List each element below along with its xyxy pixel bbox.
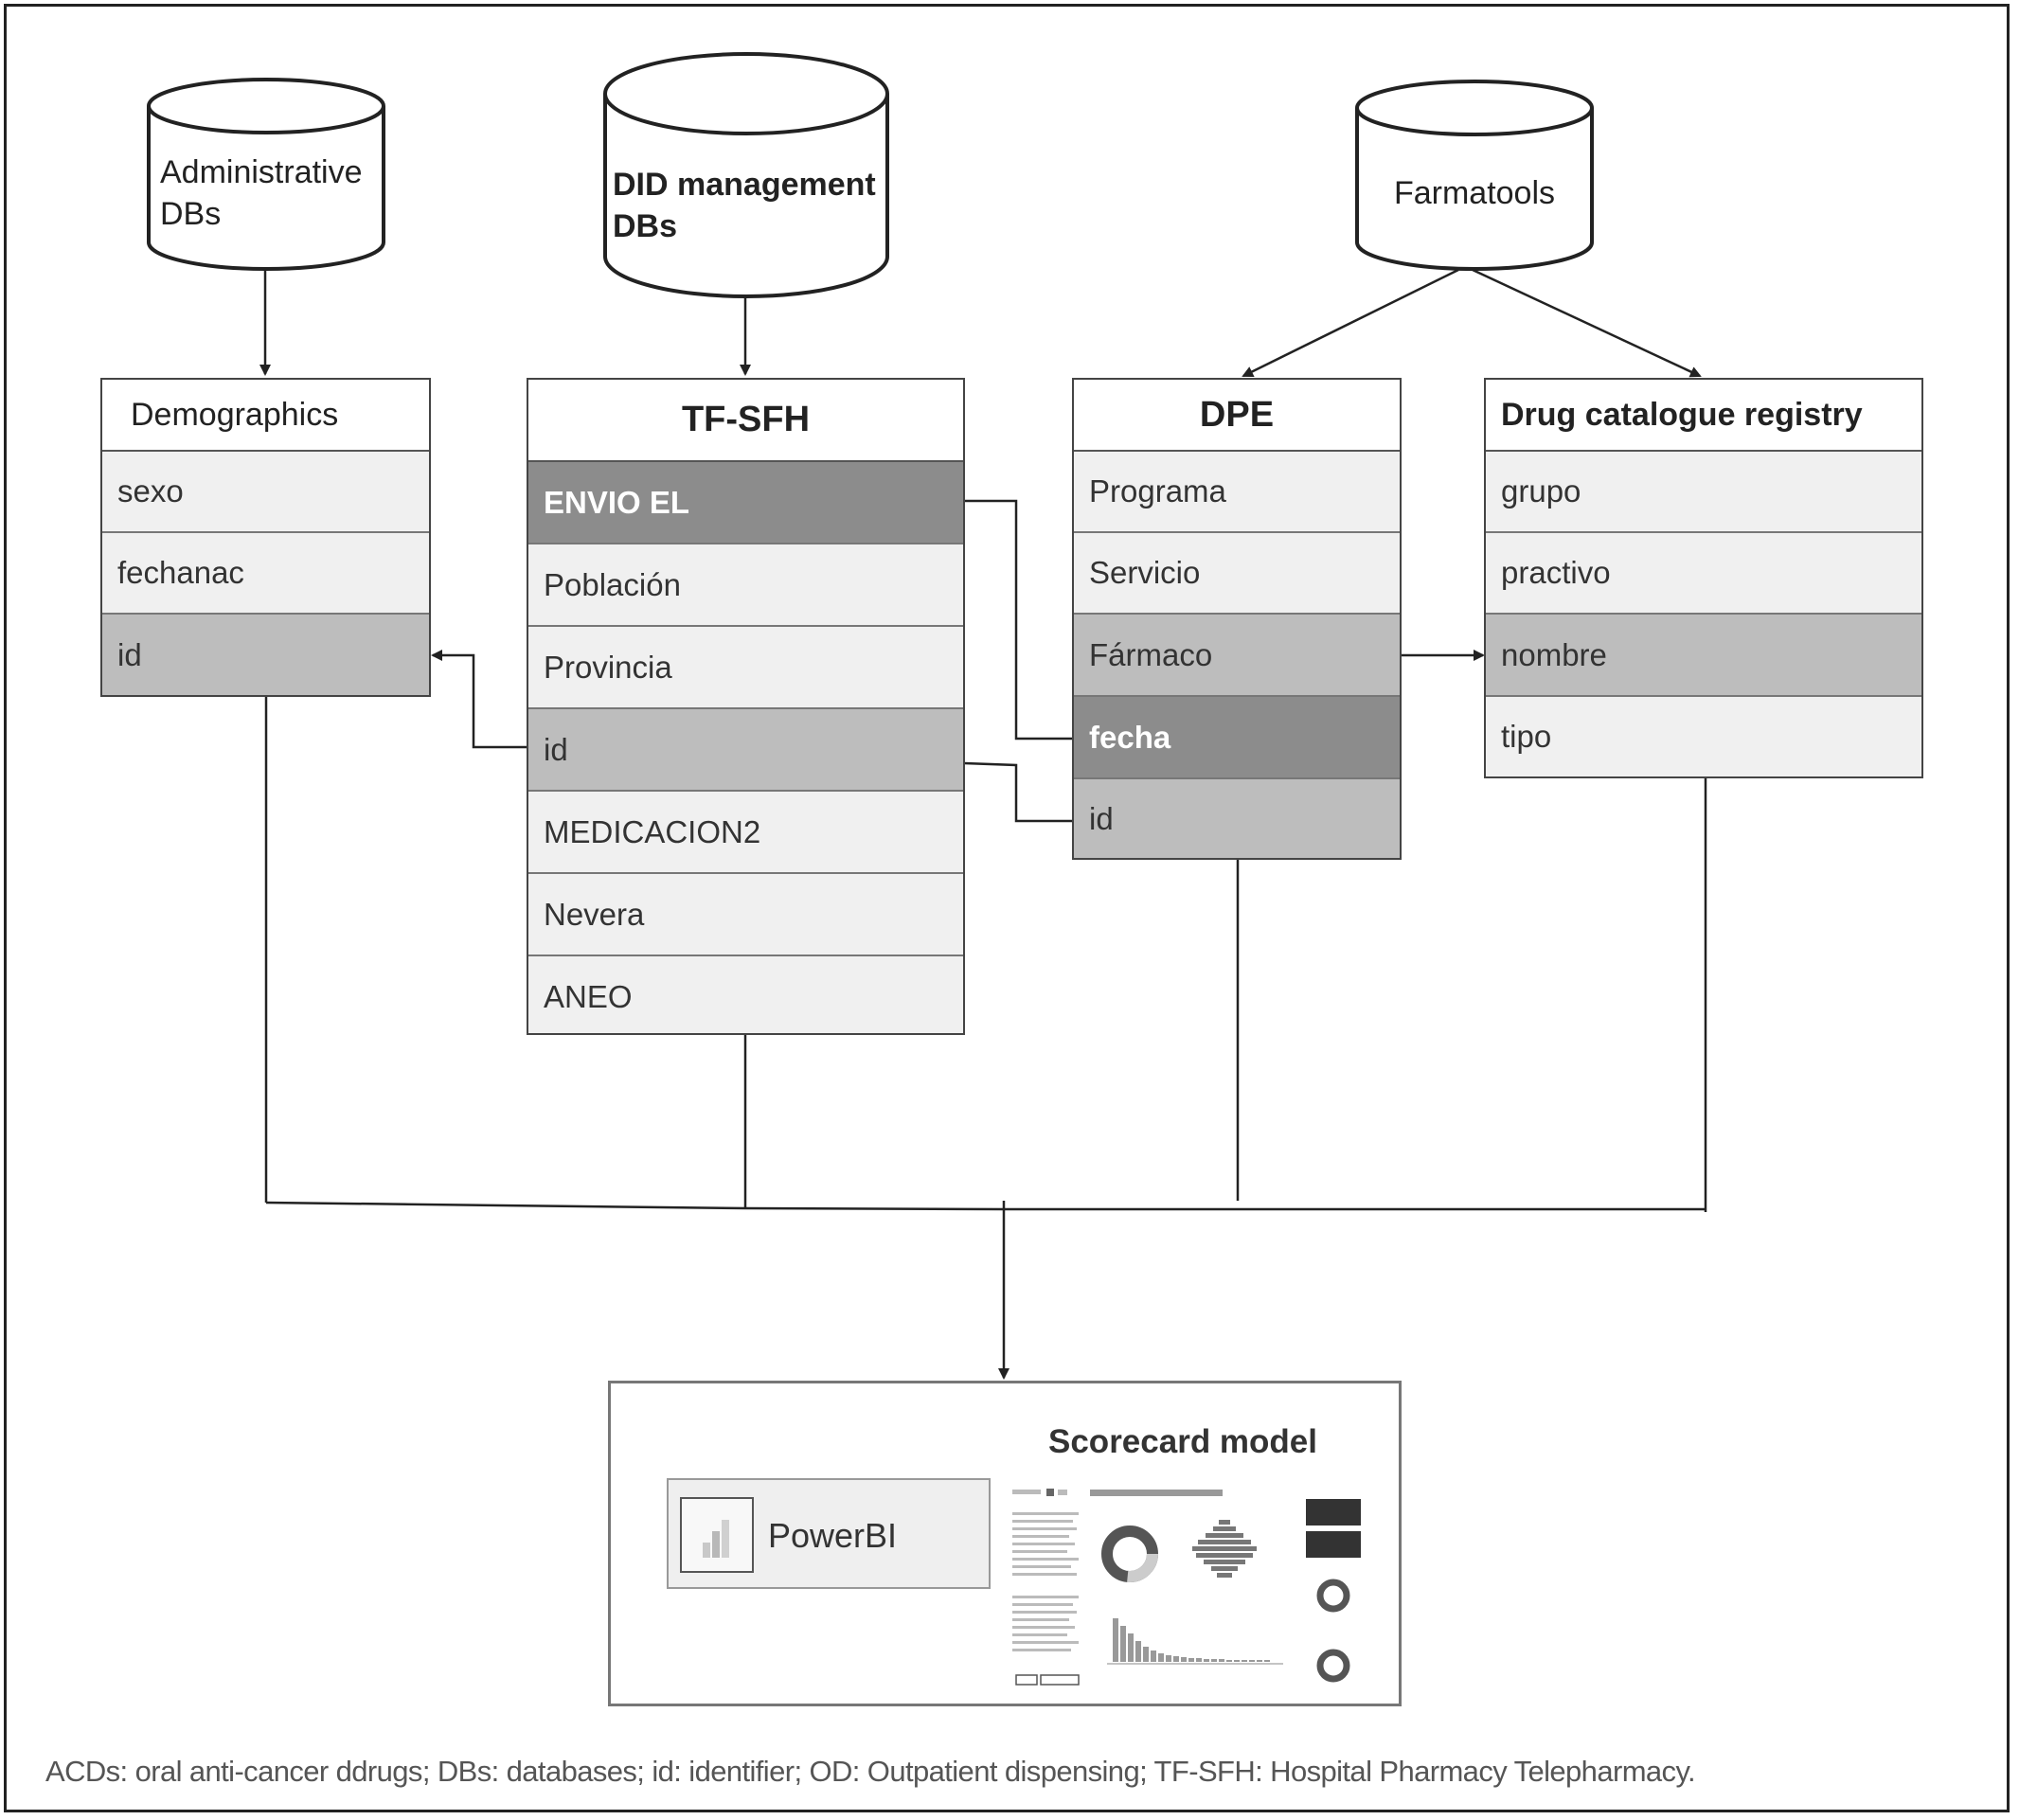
tfsfh-title: TF-SFH xyxy=(528,380,963,462)
figure-caption: ACDs: oral anti-cancer ddrugs; DBs: data… xyxy=(45,1755,1696,1788)
scorecard-model-box: Scorecard model PowerBI xyxy=(608,1381,1402,1706)
farmatools-db-label: Farmatools xyxy=(1393,175,1556,211)
powerbi-label: PowerBI xyxy=(768,1516,898,1555)
figure-frame xyxy=(4,4,2010,1812)
dpe-field: Servicio xyxy=(1074,533,1400,615)
tfsfh-field: MEDICACION2 xyxy=(528,792,963,874)
tfsfh-field: Población xyxy=(528,544,963,627)
did-management-db-label: DID management DBs xyxy=(613,167,876,244)
demographics-title: Demographics xyxy=(102,380,429,452)
drug-catalogue-field: practivo xyxy=(1486,533,1921,615)
arrow-tfsfh-id-to-demographics-id xyxy=(431,650,528,749)
drug-catalogue-field: tipo xyxy=(1501,719,1552,754)
dpe-table: DPE Programa Servicio Fármaco fecha id xyxy=(1072,378,1402,860)
dpe-key-field: Fármaco xyxy=(1074,615,1400,697)
tfsfh-field: Provincia xyxy=(528,627,963,709)
dpe-title: DPE xyxy=(1074,380,1400,452)
did-management-db-icon: DID management DBs xyxy=(603,52,889,298)
dpe-key-field: id xyxy=(1074,779,1400,858)
link-envio-to-fecha xyxy=(964,499,1073,740)
administrative-db-icon: Administrative DBs xyxy=(147,78,385,271)
powerbi-icon xyxy=(680,1497,754,1573)
drug-catalogue-table: Drug catalogue registry grupo practivo n… xyxy=(1484,378,1923,778)
merge-bus xyxy=(265,1201,1706,1211)
dpe-key-field: fecha xyxy=(1074,697,1400,779)
drug-catalogue-field: grupo xyxy=(1486,452,1921,533)
tfsfh-key-field: ENVIO EL xyxy=(528,462,963,544)
administrative-db-label: Administrative DBs xyxy=(160,154,363,232)
dashboard-thumbnail xyxy=(1009,1486,1365,1694)
powerbi-box: PowerBI xyxy=(667,1478,991,1589)
demographics-field: sexo xyxy=(102,452,429,533)
drug-catalogue-key-field: nombre xyxy=(1486,615,1921,697)
tfsfh-table: TF-SFH ENVIO EL Población Provincia id M… xyxy=(527,378,965,1035)
dpe-field: Programa xyxy=(1074,452,1400,533)
tfsfh-field: ANEO xyxy=(544,978,633,1014)
demographics-table: Demographics sexo fechanac id xyxy=(100,378,431,697)
tfsfh-field: Nevera xyxy=(528,874,963,956)
demographics-field: fechanac xyxy=(102,533,429,615)
scorecard-title: Scorecard model xyxy=(1048,1423,1317,1460)
arrow-farmatools-to-dpe xyxy=(1242,268,1459,378)
demographics-key-field: id xyxy=(102,615,429,695)
tfsfh-key-field: id xyxy=(528,709,963,792)
farmatools-db-icon: Farmatools xyxy=(1355,80,1594,273)
arrow-farmatools-to-catalogue xyxy=(1472,268,1702,378)
link-tfsfh-id-to-dpe-id xyxy=(963,761,1073,823)
drug-catalogue-title: Drug catalogue registry xyxy=(1486,380,1921,452)
